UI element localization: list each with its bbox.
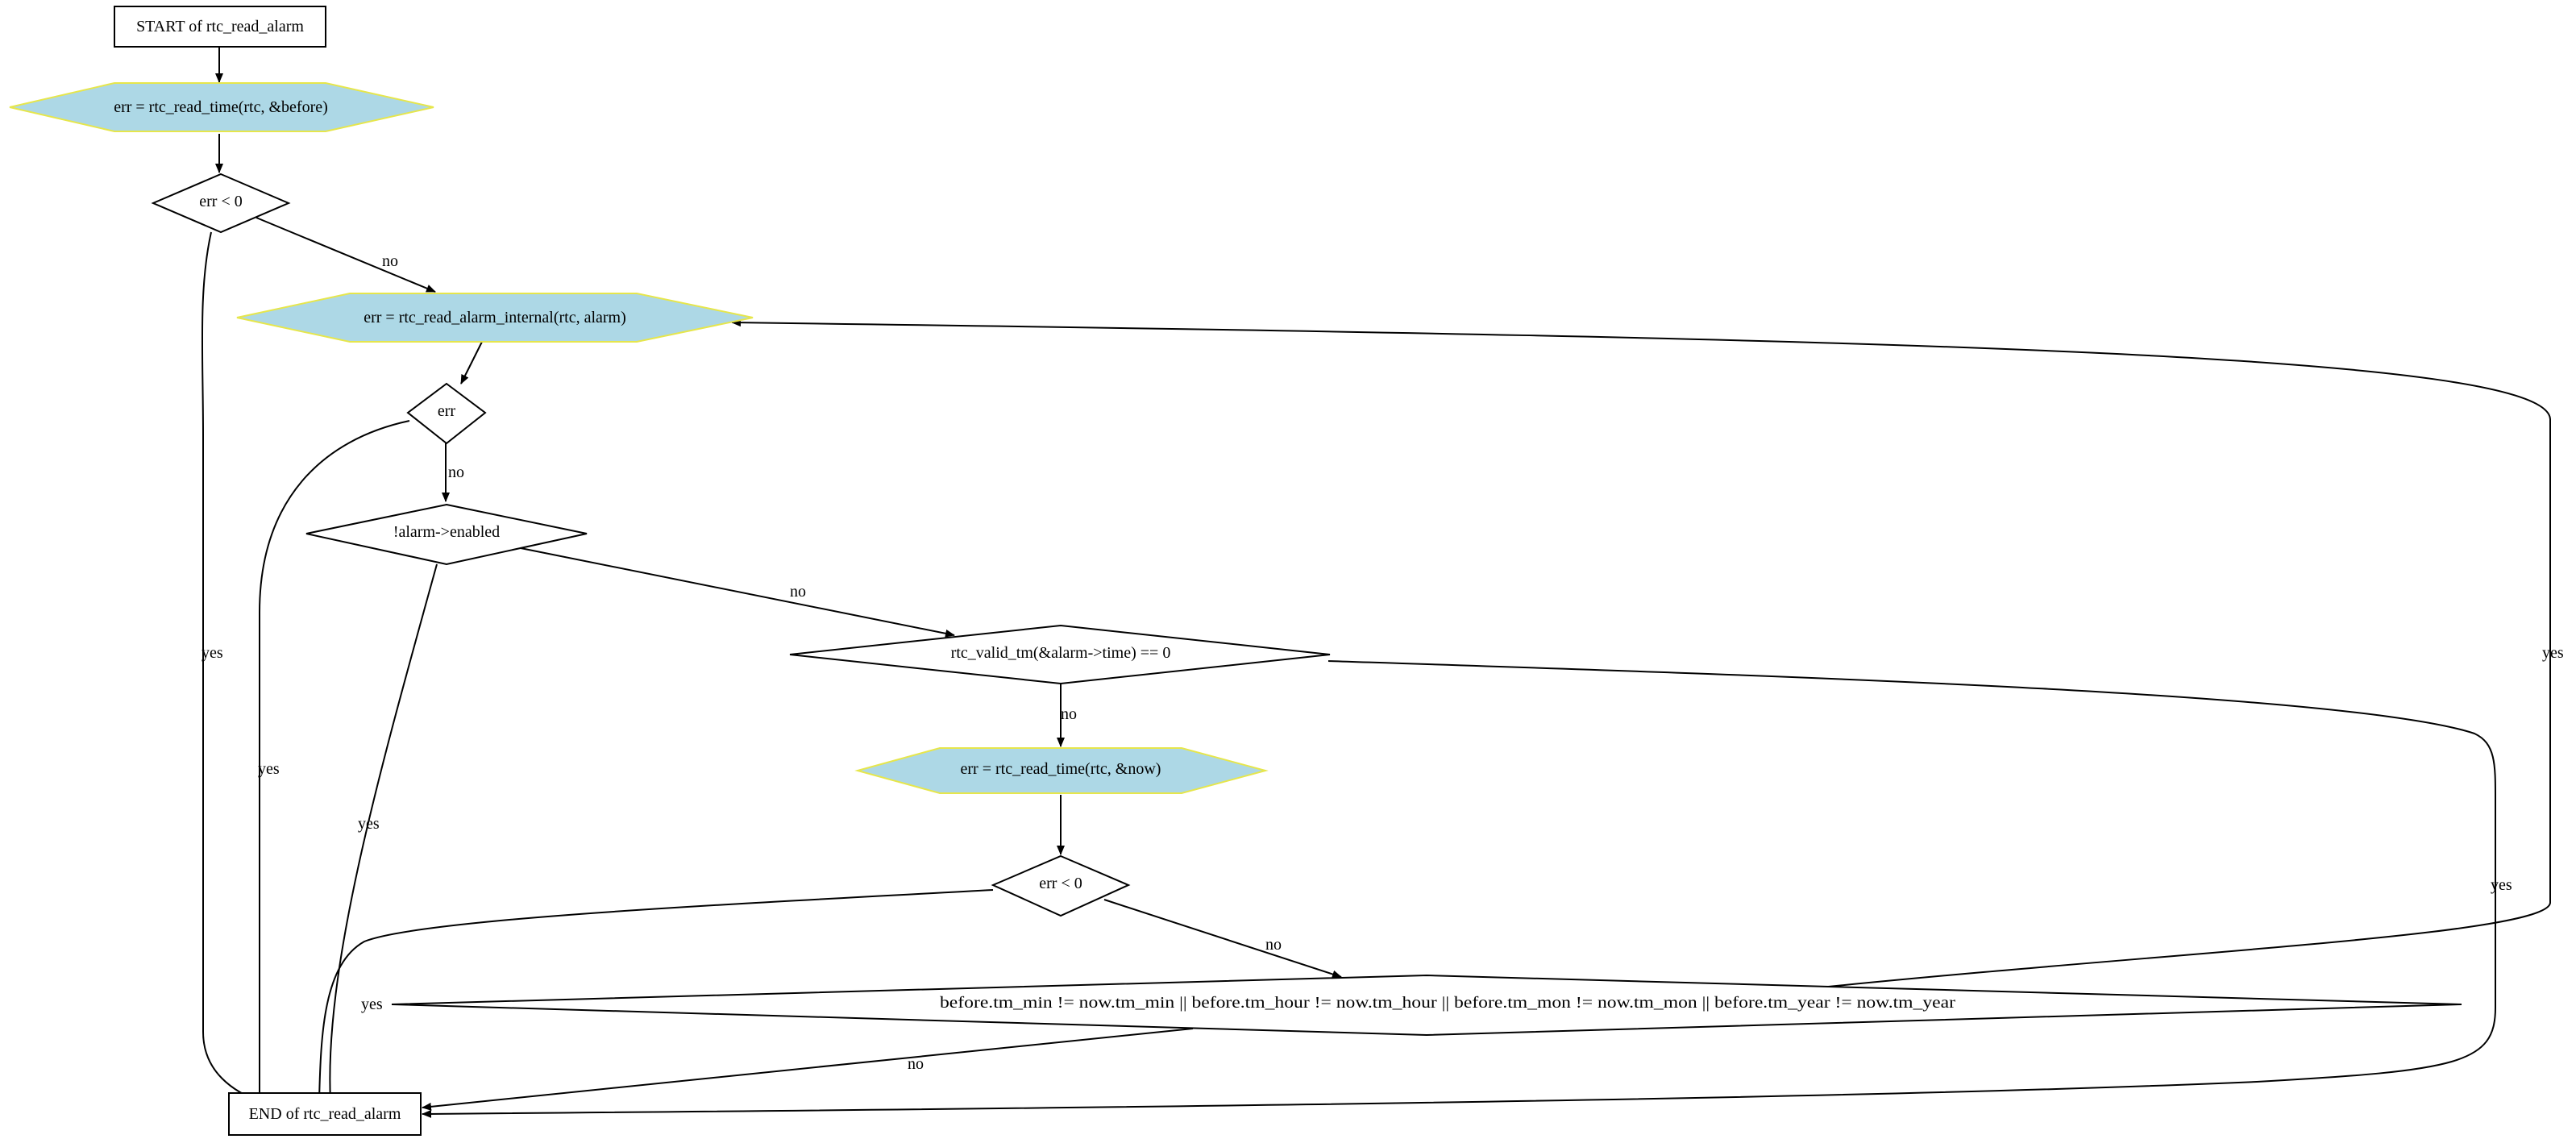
edge-alarm-enabled-yes (326, 563, 438, 1102)
end-node-label: END of rtc_read_alarm (249, 1105, 401, 1123)
read-time-now-shape (854, 747, 1269, 794)
edge-label-err-lt-0-second-yes: yes (361, 996, 383, 1013)
nodes: START of rtc_read_alarm err = rtc_read_t… (9, 6, 2462, 1136)
edge-err-lt-0-second-yes (315, 889, 994, 1102)
read-time-before-node: err = rtc_read_time(rtc, &before) (9, 82, 434, 132)
alarm-enabled-node: !alarm->enabled (305, 503, 588, 566)
err-lt-0-first-node: err < 0 (151, 173, 291, 234)
edge-alarm-enabled-no (520, 547, 955, 638)
edge-label-err-lt-0-second-no: no (1265, 936, 1282, 954)
start-node: START of rtc_read_alarm (114, 6, 326, 48)
edge-label-err-no: no (448, 463, 464, 481)
edge-label-valid-tm-no: no (1061, 705, 1077, 723)
edge-compare-yes-loop (731, 318, 2551, 989)
alarm-enabled-label: !alarm->enabled (393, 523, 500, 541)
edge-compare-no (422, 1028, 1194, 1111)
valid-tm-label: rtc_valid_tm(&alarm->time) == 0 (951, 644, 1171, 662)
err-lt-0-first-label: err < 0 (199, 193, 242, 210)
read-time-now-label: err = rtc_read_time(rtc, &now) (961, 760, 1161, 778)
time-compare-label: before.tm_min != now.tm_min || before.tm… (940, 994, 1955, 1012)
edges (201, 47, 2551, 1118)
err-check-node: err (406, 382, 487, 445)
read-alarm-internal-label: err = rtc_read_alarm_internal(rtc, alarm… (364, 309, 626, 326)
read-time-now-node: err = rtc_read_time(rtc, &now) (854, 747, 1269, 794)
edge-label-err-yes: yes (258, 760, 280, 778)
edge-label-compare-no: no (908, 1055, 924, 1073)
edge-label-compare-yes-loop: yes (2542, 644, 2564, 662)
edge-label-err-lt-0-first-no: no (382, 252, 398, 270)
read-time-before-shape (9, 82, 434, 132)
edge-err-lt-0-first-no (256, 217, 436, 293)
err-check-label: err (438, 402, 456, 420)
start-node-label: START of rtc_read_alarm (136, 18, 304, 35)
read-alarm-internal-node: err = rtc_read_alarm_internal(rtc, alarm… (236, 293, 754, 343)
edge-label-valid-tm-yes: yes (2491, 876, 2512, 894)
edge-label-err-lt-0-first-yes: yes (202, 644, 223, 662)
err-lt-0-second-node: err < 0 (991, 854, 1131, 917)
edge-err-lt-0-first-yes (201, 231, 264, 1104)
edge-read-alarm-internal-to-err (460, 341, 483, 385)
edge-err-yes (256, 420, 410, 1102)
edge-label-alarm-enabled-no: no (790, 583, 806, 601)
read-alarm-internal-shape (236, 293, 754, 343)
edge-err-lt-0-second-no (1103, 899, 1342, 979)
read-time-before-label: err = rtc_read_time(rtc, &before) (114, 98, 328, 116)
edge-valid-tm-yes (422, 660, 2496, 1118)
time-compare-node: before.tm_min != now.tm_min || before.tm… (391, 974, 2462, 1037)
err-lt-0-second-label: err < 0 (1039, 875, 1082, 892)
edge-label-alarm-enabled-yes: yes (358, 815, 380, 833)
end-node: END of rtc_read_alarm (228, 1092, 422, 1136)
edge-labels: no yes no yes no yes no yes no yes yes n… (202, 252, 2564, 1073)
valid-tm-node: rtc_valid_tm(&alarm->time) == 0 (789, 624, 1331, 685)
